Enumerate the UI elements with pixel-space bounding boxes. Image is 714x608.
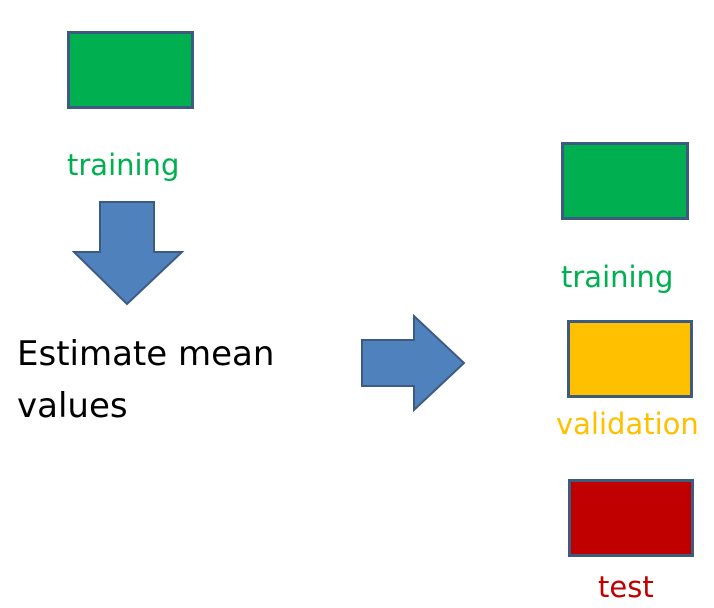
right-arrow-icon xyxy=(361,313,466,413)
training-box-left xyxy=(67,31,194,109)
test-label: test xyxy=(598,570,654,604)
test-box xyxy=(568,479,694,557)
estimate-mean-text: Estimate mean values xyxy=(17,328,274,432)
training-label-right: training xyxy=(561,260,674,294)
estimate-mean-line1: Estimate mean xyxy=(17,334,275,374)
training-box-right xyxy=(561,142,689,220)
estimate-mean-line2: values xyxy=(17,386,128,426)
down-arrow-icon xyxy=(71,201,185,306)
validation-label: validation xyxy=(556,407,699,441)
validation-box xyxy=(567,320,693,398)
training-label-left: training xyxy=(67,148,180,182)
